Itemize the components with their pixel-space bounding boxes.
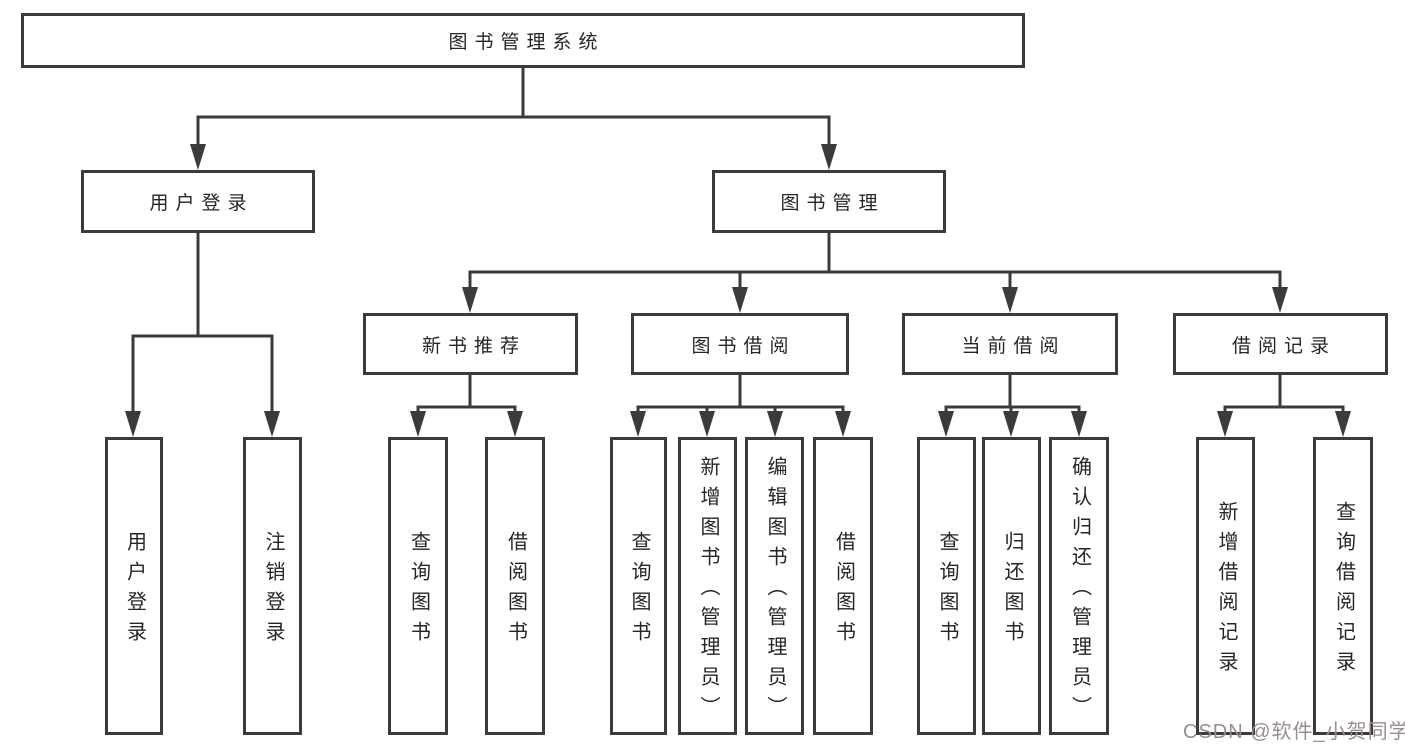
leaf-add-books-admin-label: 新增图书（管理员） — [697, 456, 719, 726]
node-book-management: 图书管理 — [712, 170, 946, 233]
csdn-watermark: CSDN @软件_小贺同学 — [1183, 721, 1405, 743]
connector-records-children — [1223, 373, 1345, 416]
leaf-add-books-admin: 新增图书（管理员） — [678, 437, 737, 735]
leaf-query-books-borrowing: 查询图书 — [610, 437, 667, 735]
connector-current-children — [944, 373, 1081, 416]
node-new-book-recommend-label: 新书推荐 — [421, 335, 526, 357]
node-current-borrowing: 当前借阅 — [902, 313, 1118, 375]
leaf-query-borrow-record-label: 查询借阅记录 — [1332, 501, 1355, 681]
connector-root-to-level2 — [196, 66, 831, 152]
leaf-add-borrow-record-label: 新增借阅记录 — [1215, 501, 1237, 681]
node-borrow-records: 借阅记录 — [1173, 313, 1388, 375]
leaf-add-borrow-record: 新增借阅记录 — [1196, 437, 1255, 735]
node-book-management-label: 图书管理 — [780, 193, 885, 214]
leaf-borrow-books-recommend: 借阅图书 — [485, 437, 545, 735]
leaf-user-login: 用户登录 — [105, 437, 163, 735]
leaf-edit-books-admin-label: 编辑图书（管理员） — [764, 456, 786, 726]
leaf-query-borrow-record: 查询借阅记录 — [1313, 437, 1373, 735]
leaf-query-books-borrowing-label: 查询图书 — [628, 531, 650, 651]
leaf-return-books-label: 归还图书 — [1001, 531, 1023, 651]
node-new-book-recommend: 新书推荐 — [363, 313, 578, 375]
node-user-login-label: 用户登录 — [149, 193, 254, 214]
leaf-confirm-return-admin-label: 确认归还（管理员） — [1068, 456, 1091, 726]
arrowheads — [125, 144, 1351, 437]
leaf-borrow-books-borrowing-label: 借阅图书 — [832, 531, 855, 651]
leaf-query-books-recommend-label: 查询图书 — [407, 531, 430, 651]
leaf-logout-label: 注销登录 — [262, 531, 284, 651]
node-book-borrowing-label: 图书借阅 — [691, 335, 796, 357]
leaf-user-login-label: 用户登录 — [123, 531, 146, 651]
leaf-query-books-current: 查询图书 — [917, 437, 976, 735]
leaf-borrow-books-borrowing: 借阅图书 — [813, 437, 873, 735]
node-current-borrowing-label: 当前借阅 — [961, 335, 1066, 357]
node-book-borrowing: 图书借阅 — [631, 313, 849, 375]
node-root-system: 图书管理系统 — [21, 13, 1025, 68]
connector-recommend-children — [416, 373, 517, 416]
node-user-login: 用户登录 — [81, 170, 315, 233]
leaf-logout: 注销登录 — [243, 437, 302, 735]
leaf-confirm-return-admin: 确认归还（管理员） — [1049, 437, 1109, 735]
connector-borrowing-children — [636, 373, 845, 416]
connector-user-login-children — [131, 231, 274, 416]
leaf-borrow-books-recommend-label: 借阅图书 — [504, 531, 527, 651]
connector-book-management-children — [468, 231, 1282, 292]
leaf-edit-books-admin: 编辑图书（管理员） — [745, 437, 804, 735]
leaf-query-books-recommend: 查询图书 — [388, 437, 448, 735]
leaf-query-books-current-label: 查询图书 — [936, 531, 958, 651]
leaf-return-books: 归还图书 — [982, 437, 1041, 735]
node-root-label: 图书管理系统 — [448, 32, 605, 53]
node-borrow-records-label: 借阅记录 — [1231, 335, 1336, 357]
